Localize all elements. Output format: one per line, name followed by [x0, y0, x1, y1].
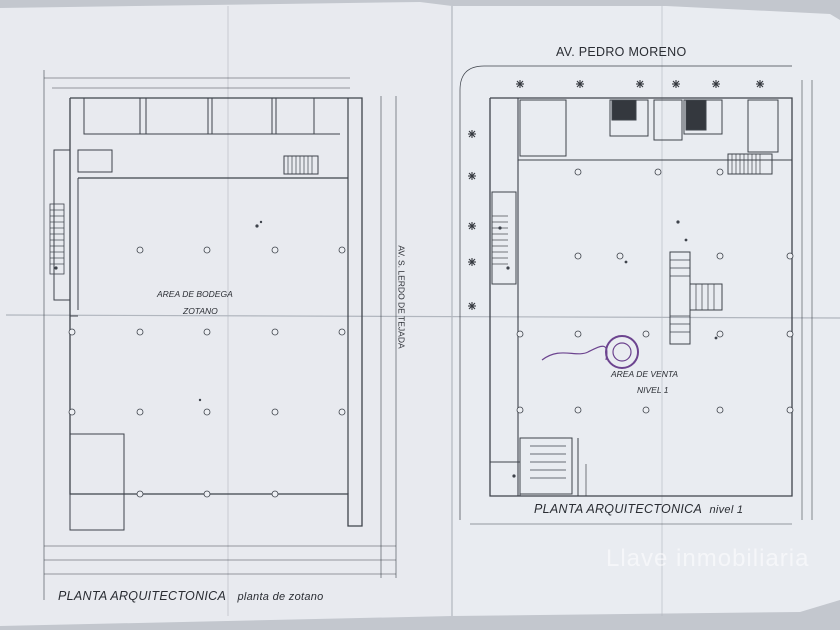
plan-title-basement-sub: planta de zotano — [237, 591, 324, 603]
street-label-lerdo-de-tejada: AV. S. LERDO DE TEJADA — [396, 245, 407, 349]
fixture-marks — [54, 220, 718, 478]
plan-title-ground-floor-sub: nivel 1 — [709, 504, 744, 516]
watermark: Llave inmobiliaria — [606, 545, 810, 572]
plan-title-basement: PLANTA ARQUITECTONICA planta de zotano — [58, 589, 324, 603]
plan-title-ground-floor-main: PLANTA ARQUITECTONICA — [534, 502, 702, 516]
plan-title-ground-floor: PLANTA ARQUITECTONICA nivel 1 — [534, 502, 743, 516]
area-label-bodega: AREA DE BODEGA — [157, 289, 233, 299]
ground-floor-columns — [516, 168, 794, 414]
plan-title-basement-main: PLANTA ARQUITECTONICA — [58, 589, 226, 603]
area-label-nivel-1: NIVEL 1 — [637, 385, 669, 395]
area-label-venta: AREA DE VENTA — [611, 369, 679, 379]
basement-columns — [68, 246, 346, 498]
street-label-pedro-moreno: AV. PEDRO MORENO — [556, 45, 687, 59]
paper-left — [0, 2, 452, 626]
area-label-zotano: ZOTANO — [183, 306, 218, 316]
basement-plan — [43, 70, 397, 600]
tree-symbols — [468, 80, 764, 310]
official-stamp — [541, 335, 639, 369]
paper-right — [452, 6, 840, 616]
ground-floor-plan — [459, 65, 813, 525]
